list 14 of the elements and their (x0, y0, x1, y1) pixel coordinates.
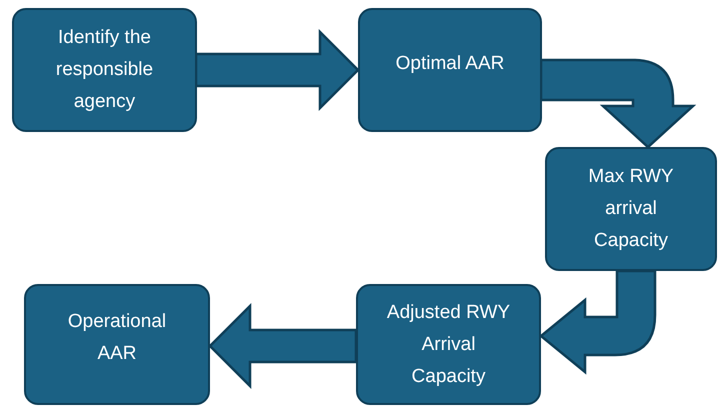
box-label: Identify the responsible agency (54, 26, 154, 114)
block-arrow (194, 28, 360, 112)
process-box (358, 8, 542, 132)
box-label: Optimal AAR (396, 52, 504, 76)
process-box (356, 284, 541, 405)
box-label: Max RWY arrival Capacity (587, 165, 675, 253)
process-box (12, 8, 197, 132)
process-box (24, 284, 210, 405)
block-arrow (208, 302, 358, 390)
box-label: Adjusted RWY Arrival Capacity (386, 300, 512, 388)
process-box (545, 147, 717, 271)
block-arrow (540, 270, 656, 374)
block-arrow (540, 58, 694, 148)
box-label: Operational AAR (66, 310, 168, 366)
